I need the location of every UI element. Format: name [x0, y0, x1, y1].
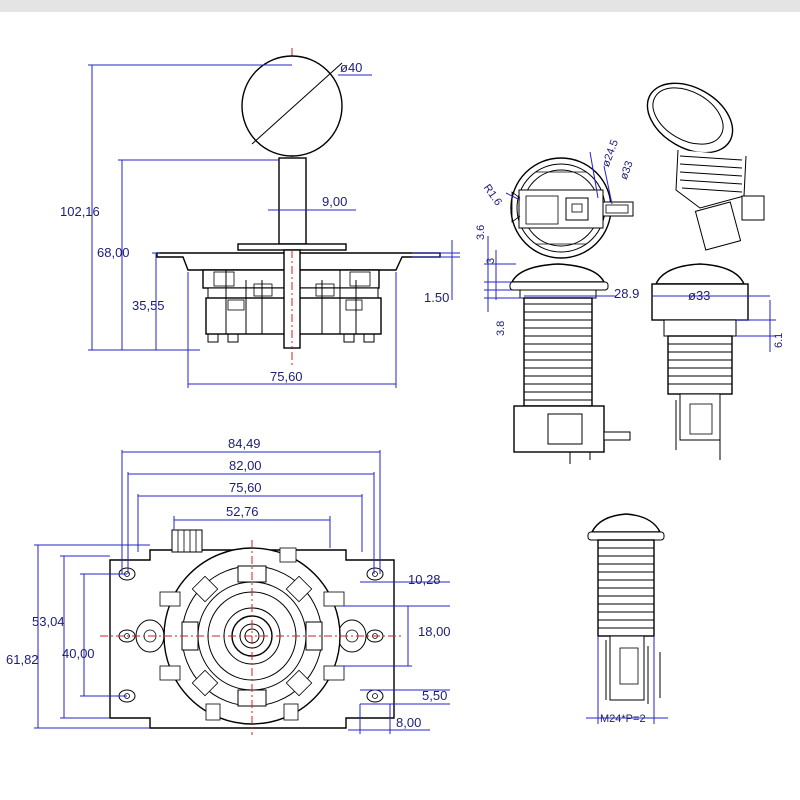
joystick-bottom-view: [100, 529, 404, 735]
dim-height-holes: 40,00: [62, 646, 95, 661]
dim-button-low: 3.8: [495, 321, 507, 336]
dim-outer-diameter: ø33: [618, 159, 636, 181]
button-thread-dimensions: M24*P=2: [586, 636, 668, 725]
button-top-view: [510, 157, 634, 259]
button-thread-view: [587, 513, 665, 704]
button-perspective-view: [646, 82, 765, 251]
dim-button-top: 3.6: [475, 225, 487, 240]
dim-side-depth: 6.1: [773, 333, 785, 348]
dim-width-connector: 52,76: [226, 504, 259, 519]
dim-width: 75,60: [270, 369, 303, 384]
dim-height-plate: 53,04: [32, 614, 65, 629]
joystick-side-dimensions: 102,16 68,00 35,55 ø40 9,00 1.50 75,60: [60, 60, 460, 388]
button-front-dimensions: 3.6 3 3.8 28.9: [475, 225, 639, 336]
dim-width-body: 75,60: [229, 480, 262, 495]
dim-button-mid: 3: [485, 258, 497, 264]
dim-plate-thickness: 1.50: [424, 290, 449, 305]
dim-slot-spacing: 18,00: [418, 624, 451, 639]
dim-height-outer: 61,82: [6, 652, 39, 667]
dim-ball-diameter: ø40: [340, 60, 362, 75]
dim-inner-diameter: ø24.5: [600, 138, 621, 169]
button-side-dimensions: ø33 6.1: [652, 288, 785, 352]
button-side-view: [651, 263, 749, 460]
dim-slot-a: 10,28: [408, 572, 441, 587]
joystick-bottom-dimensions: 84,49 82,00 75,60 52,76 61,82 53,04 40,0…: [6, 436, 451, 734]
dim-height-shaft: 68,00: [97, 245, 130, 260]
top-bar: [0, 0, 800, 12]
joystick-side-view: [156, 48, 441, 365]
button-front-view: [509, 263, 631, 464]
dim-shaft-diameter: 9,00: [322, 194, 347, 209]
dim-inner-width: 28.9: [614, 286, 639, 301]
dim-height-base: 35,55: [132, 298, 165, 313]
dim-width-outer: 84,49: [228, 436, 261, 451]
dim-height-total: 102,16: [60, 204, 100, 219]
dim-slot-c: 8,00: [396, 715, 421, 730]
dim-thread-label: M24*P=2: [600, 713, 646, 725]
dim-radius: R1.6: [481, 182, 504, 208]
dim-side-diameter: ø33: [688, 288, 710, 303]
dim-width-holes: 82,00: [229, 458, 262, 473]
dim-slot-b: 5,50: [422, 688, 447, 703]
